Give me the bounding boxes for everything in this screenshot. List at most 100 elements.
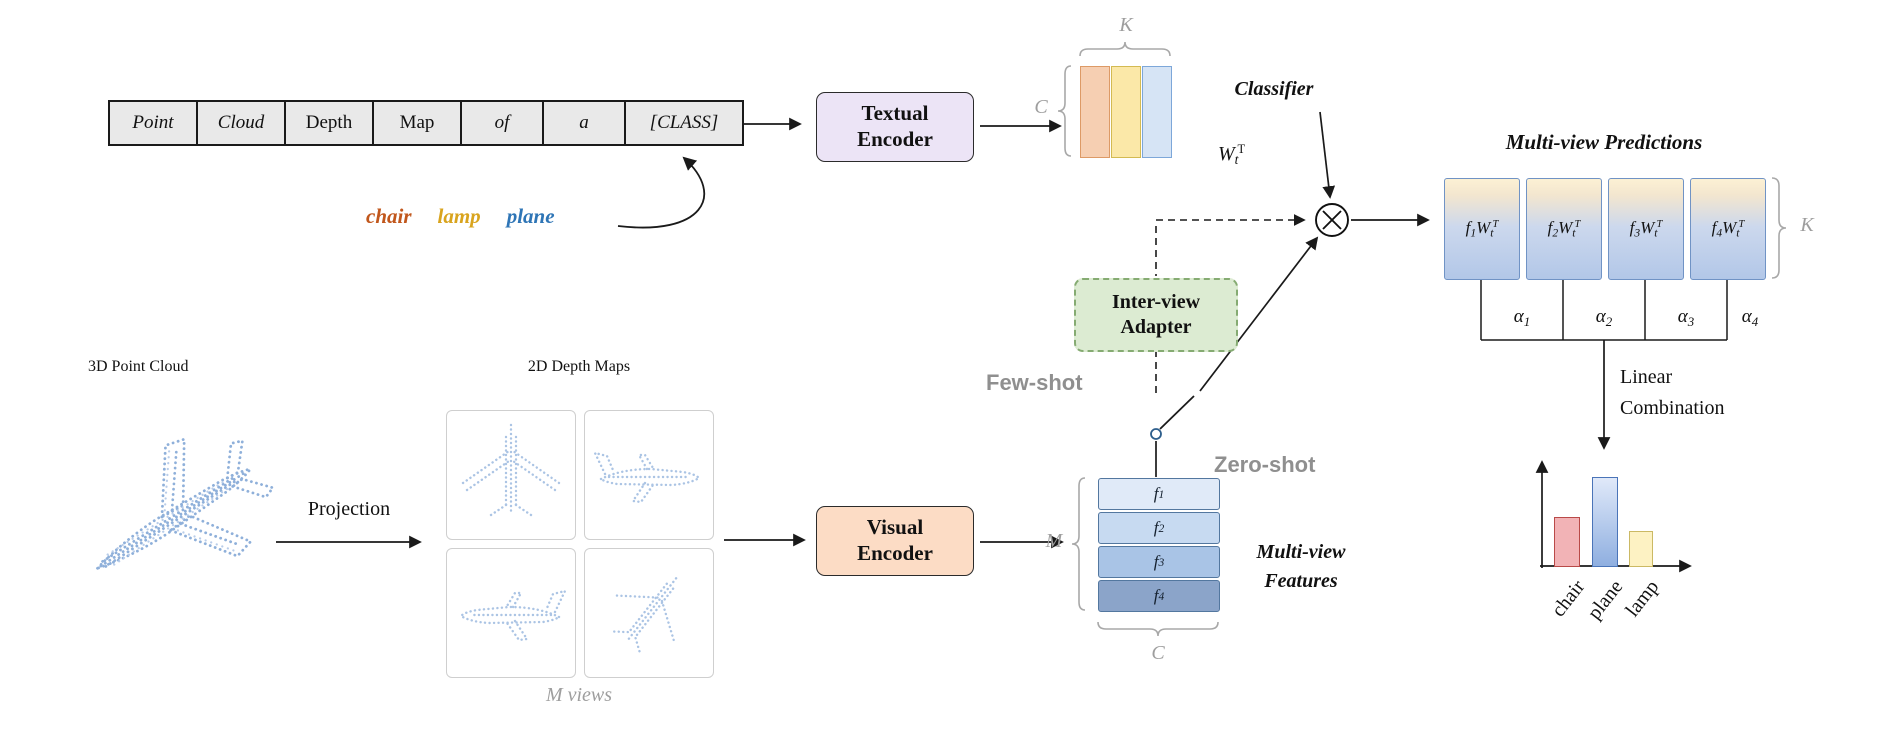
depth-map-view-2 [584,410,714,540]
point-cloud-image [44,408,314,622]
prompt-table: Point Cloud Depth Map of a [CLASS] [108,100,744,146]
p3-fsub: 3 [1634,226,1641,240]
textual-encoder-box: Textual Encoder [816,92,974,162]
prompt-cell-class-token: [CLASS] [649,112,719,133]
textual-encoder-line1: Textual [861,101,929,126]
f2-base: f [1153,518,1159,537]
p2-wsub: t [1572,226,1576,240]
multi-view-features-caption: Multi-view Features [1239,538,1363,596]
class-word-chair: chair [366,204,412,228]
a2-base: α [1595,306,1606,327]
depth-maps-title: 2D Depth Maps [527,358,631,375]
dimension-braces [1057,41,1787,637]
f3-base: f [1153,552,1159,571]
prediction-label-2: f2WtT [1548,218,1581,240]
brace-k-classifier [1079,41,1171,57]
prompt-cell-map: Map [374,102,462,144]
classifier-weight-bar-2 [1111,66,1141,158]
classifier-label: Classifier [1234,78,1314,100]
depth-map-view-4 [584,548,714,678]
prediction-box-1: f1WtT [1444,178,1520,280]
visual-encoder-line2: Encoder [857,541,933,565]
brace-c-classifier [1057,65,1072,157]
classifier-weights-symbol: WtT [1218,142,1245,168]
prediction-box-4: f4WtT [1690,178,1766,280]
adapter-line1: Inter-view [1111,291,1201,313]
alpha-1-label: α1 [1504,306,1540,330]
linear-combination-line1: Linear [1620,366,1673,388]
multi-view-predictions-title: Multi-view Predictions [1505,130,1703,154]
multiply-operator-icon [1315,203,1349,237]
f1-base: f [1153,484,1159,503]
a2-sub: 2 [1605,314,1613,330]
linear-combination-label: Linear Combination [1620,362,1724,424]
visual-encoder-box: Visual Encoder [816,506,974,576]
alpha-4-label: α4 [1732,306,1768,330]
alpha-2-label: α2 [1586,306,1622,330]
features-caption-line1: Multi-view [1256,541,1346,563]
depth-map-view-1 [446,410,576,540]
prompt-cell-depth: Depth [286,102,374,144]
p3-w: W [1640,218,1655,238]
p4-f: f [1711,218,1717,238]
prediction-label-1: f1WtT [1466,218,1499,240]
arrow-zero-shot-to-multiply [1199,236,1319,392]
p2-f: f [1547,218,1553,238]
few-shot-label: Few-shot [986,370,1083,395]
depth-map-3-svg [459,589,568,642]
p3-f: f [1629,218,1635,238]
prompt-cell-of: of [462,102,544,144]
c-dimension-label-features: C [1151,642,1165,664]
p1-fsub: 1 [1470,226,1477,240]
f3-sub: 3 [1158,555,1165,569]
w-sub: t [1234,152,1239,168]
arrow-class-words-to-class-token [617,156,705,229]
p1-wsup: T [1492,219,1499,231]
c-dimension-label-classifier: C [1034,96,1048,118]
alpha-3-label: α3 [1668,306,1704,330]
result-bar-lamp [1629,531,1653,567]
result-bar-plane [1592,477,1618,567]
class-word-plane: plane [506,204,555,228]
p4-wsub: t [1736,226,1740,240]
result-bar-chair [1554,517,1580,567]
features-caption-line2: Features [1264,570,1338,592]
p1-wsub: t [1490,226,1494,240]
inter-view-adapter-box: Inter-view Adapter [1074,278,1238,352]
switch-arm-line [1159,395,1195,430]
class-words: chair lamp plane [366,204,555,229]
depth-map-2-svg [592,451,701,504]
k-dimension-label-predictions: K [1800,214,1814,236]
prompt-cell-a: a [544,102,626,144]
visual-encoder-line1: Visual [866,515,924,540]
linear-combination-line2: Combination [1620,397,1725,419]
textual-encoder-line2: Encoder [857,127,933,151]
classifier-weight-bar-3 [1142,66,1172,158]
a1-sub: 1 [1523,314,1531,330]
p1-f: f [1465,218,1471,238]
p1-w: W [1476,218,1491,238]
depth-map-1-svg [461,423,561,517]
f4-base: f [1153,586,1159,605]
w-base: W [1218,142,1235,165]
a1-base: α [1513,306,1524,327]
brace-k-predictions [1771,177,1787,279]
point-cloud-title: 3D Point Cloud [88,358,189,375]
depth-map-4-svg [613,577,678,653]
k-dimension-label-classifier: K [1119,14,1133,36]
adapter-line2: Adapter [1120,316,1192,338]
brace-c-features [1097,621,1219,637]
zero-shot-label: Zero-shot [1214,452,1316,477]
f4-sub: 4 [1158,589,1165,603]
f1-sub: 1 [1158,487,1165,501]
classifier-weight-bar-1 [1080,66,1110,158]
p3-wsup: T [1656,219,1663,231]
prediction-bus-lines [1480,278,1728,341]
f2-sub: 2 [1158,521,1165,535]
projection-label: Projection [307,498,391,520]
switch-contact-icon [1150,428,1162,440]
